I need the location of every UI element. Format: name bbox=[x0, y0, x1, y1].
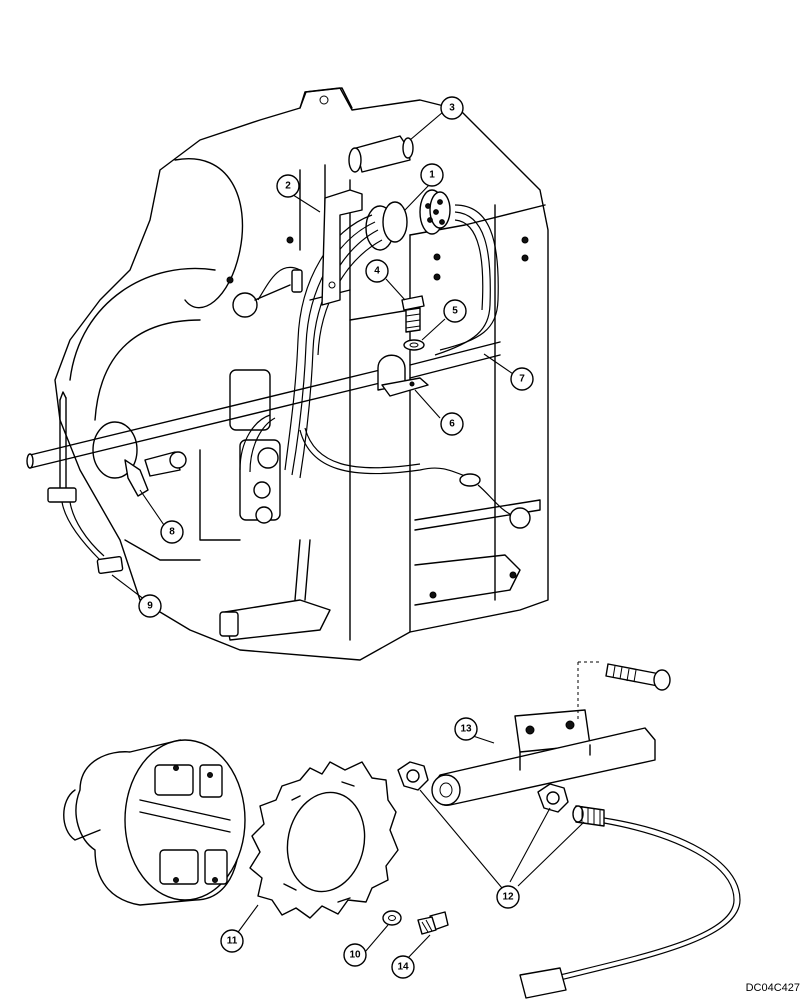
svg-text:10: 10 bbox=[349, 950, 361, 961]
tone-wheel bbox=[249, 761, 399, 919]
callout-10: 10 bbox=[343, 943, 367, 967]
drawing-code: DC04C427 bbox=[745, 982, 800, 994]
callout-12: 12 bbox=[496, 885, 520, 909]
bolt bbox=[401, 295, 425, 333]
lock-washer bbox=[382, 910, 402, 926]
sensor-lead bbox=[47, 391, 124, 575]
fitting bbox=[348, 135, 414, 173]
callout-4: 4 bbox=[365, 259, 389, 283]
svg-text:12: 12 bbox=[502, 892, 514, 903]
callout-9: 9 bbox=[138, 594, 162, 618]
leaders bbox=[111, 111, 585, 961]
svg-text:14: 14 bbox=[397, 962, 409, 973]
svg-text:6: 6 bbox=[449, 419, 455, 430]
svg-text:2: 2 bbox=[285, 181, 291, 192]
callout-8: 8 bbox=[160, 520, 184, 544]
bracket-bolt bbox=[605, 663, 671, 691]
nuts bbox=[397, 761, 569, 813]
svg-text:3: 3 bbox=[449, 103, 455, 114]
callout-3: 3 bbox=[440, 96, 464, 120]
svg-text:13: 13 bbox=[460, 724, 472, 735]
callout-6: 6 bbox=[440, 412, 464, 436]
callout-5: 5 bbox=[443, 299, 467, 323]
callout-2: 2 bbox=[276, 174, 300, 198]
svg-text:9: 9 bbox=[147, 601, 153, 612]
tie-strap bbox=[92, 421, 187, 497]
clamp bbox=[377, 354, 429, 397]
callout-13: 13 bbox=[454, 717, 478, 741]
callout-14: 14 bbox=[391, 955, 415, 979]
callout-7: 7 bbox=[510, 367, 534, 391]
harness-connector bbox=[365, 189, 451, 251]
svg-text:8: 8 bbox=[169, 527, 175, 538]
sensor-bracket bbox=[431, 661, 656, 806]
svg-text:4: 4 bbox=[374, 266, 380, 277]
callout-11: 11 bbox=[220, 929, 244, 953]
bracket bbox=[321, 189, 363, 306]
svg-text:1: 1 bbox=[429, 170, 435, 181]
svg-text:5: 5 bbox=[452, 306, 458, 317]
svg-text:11: 11 bbox=[227, 936, 238, 947]
harness-wires bbox=[239, 204, 531, 529]
speed-sensor bbox=[519, 805, 741, 999]
tube bbox=[26, 341, 501, 469]
washer bbox=[403, 339, 425, 351]
callout-1: 1 bbox=[420, 163, 444, 187]
svg-text:7: 7 bbox=[519, 374, 525, 385]
transmission-housing bbox=[54, 87, 549, 661]
cap-screw bbox=[417, 911, 449, 935]
drive-flange bbox=[63, 739, 246, 906]
